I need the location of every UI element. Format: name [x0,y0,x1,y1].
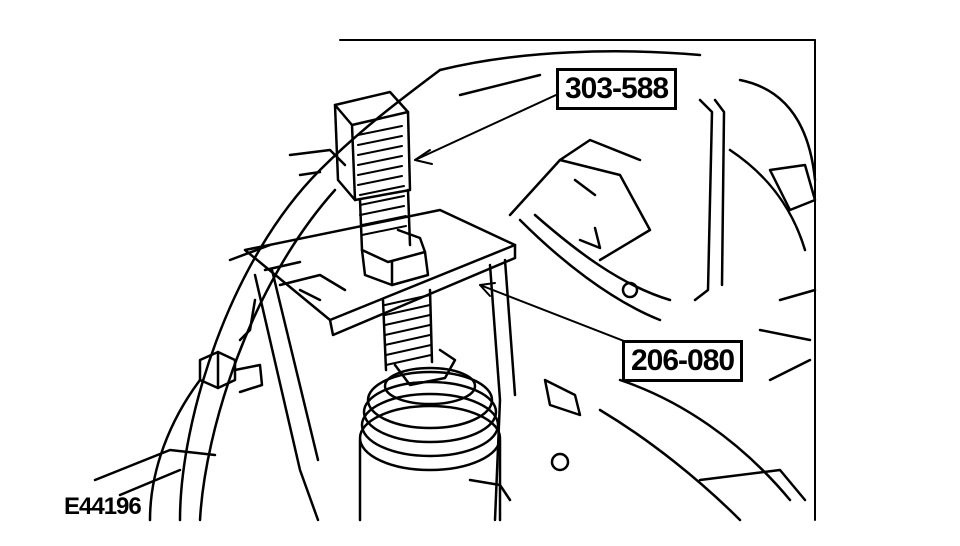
side-bolt [198,350,264,394]
bracket-and-hoses [468,78,817,522]
lower-screw [381,288,457,387]
housing-outline [93,50,702,522]
pulley [358,366,502,522]
leader-lines [414,94,661,356]
tool-callout-206-080: 206-080 [622,340,744,382]
forcing-screw [333,90,430,287]
tool-callout-303-588: 303-588 [556,68,678,110]
puller-legs [253,258,517,522]
frame-edges [339,39,816,521]
figure-id-label: E44196 [64,493,142,520]
puller-crossbar [243,208,517,337]
